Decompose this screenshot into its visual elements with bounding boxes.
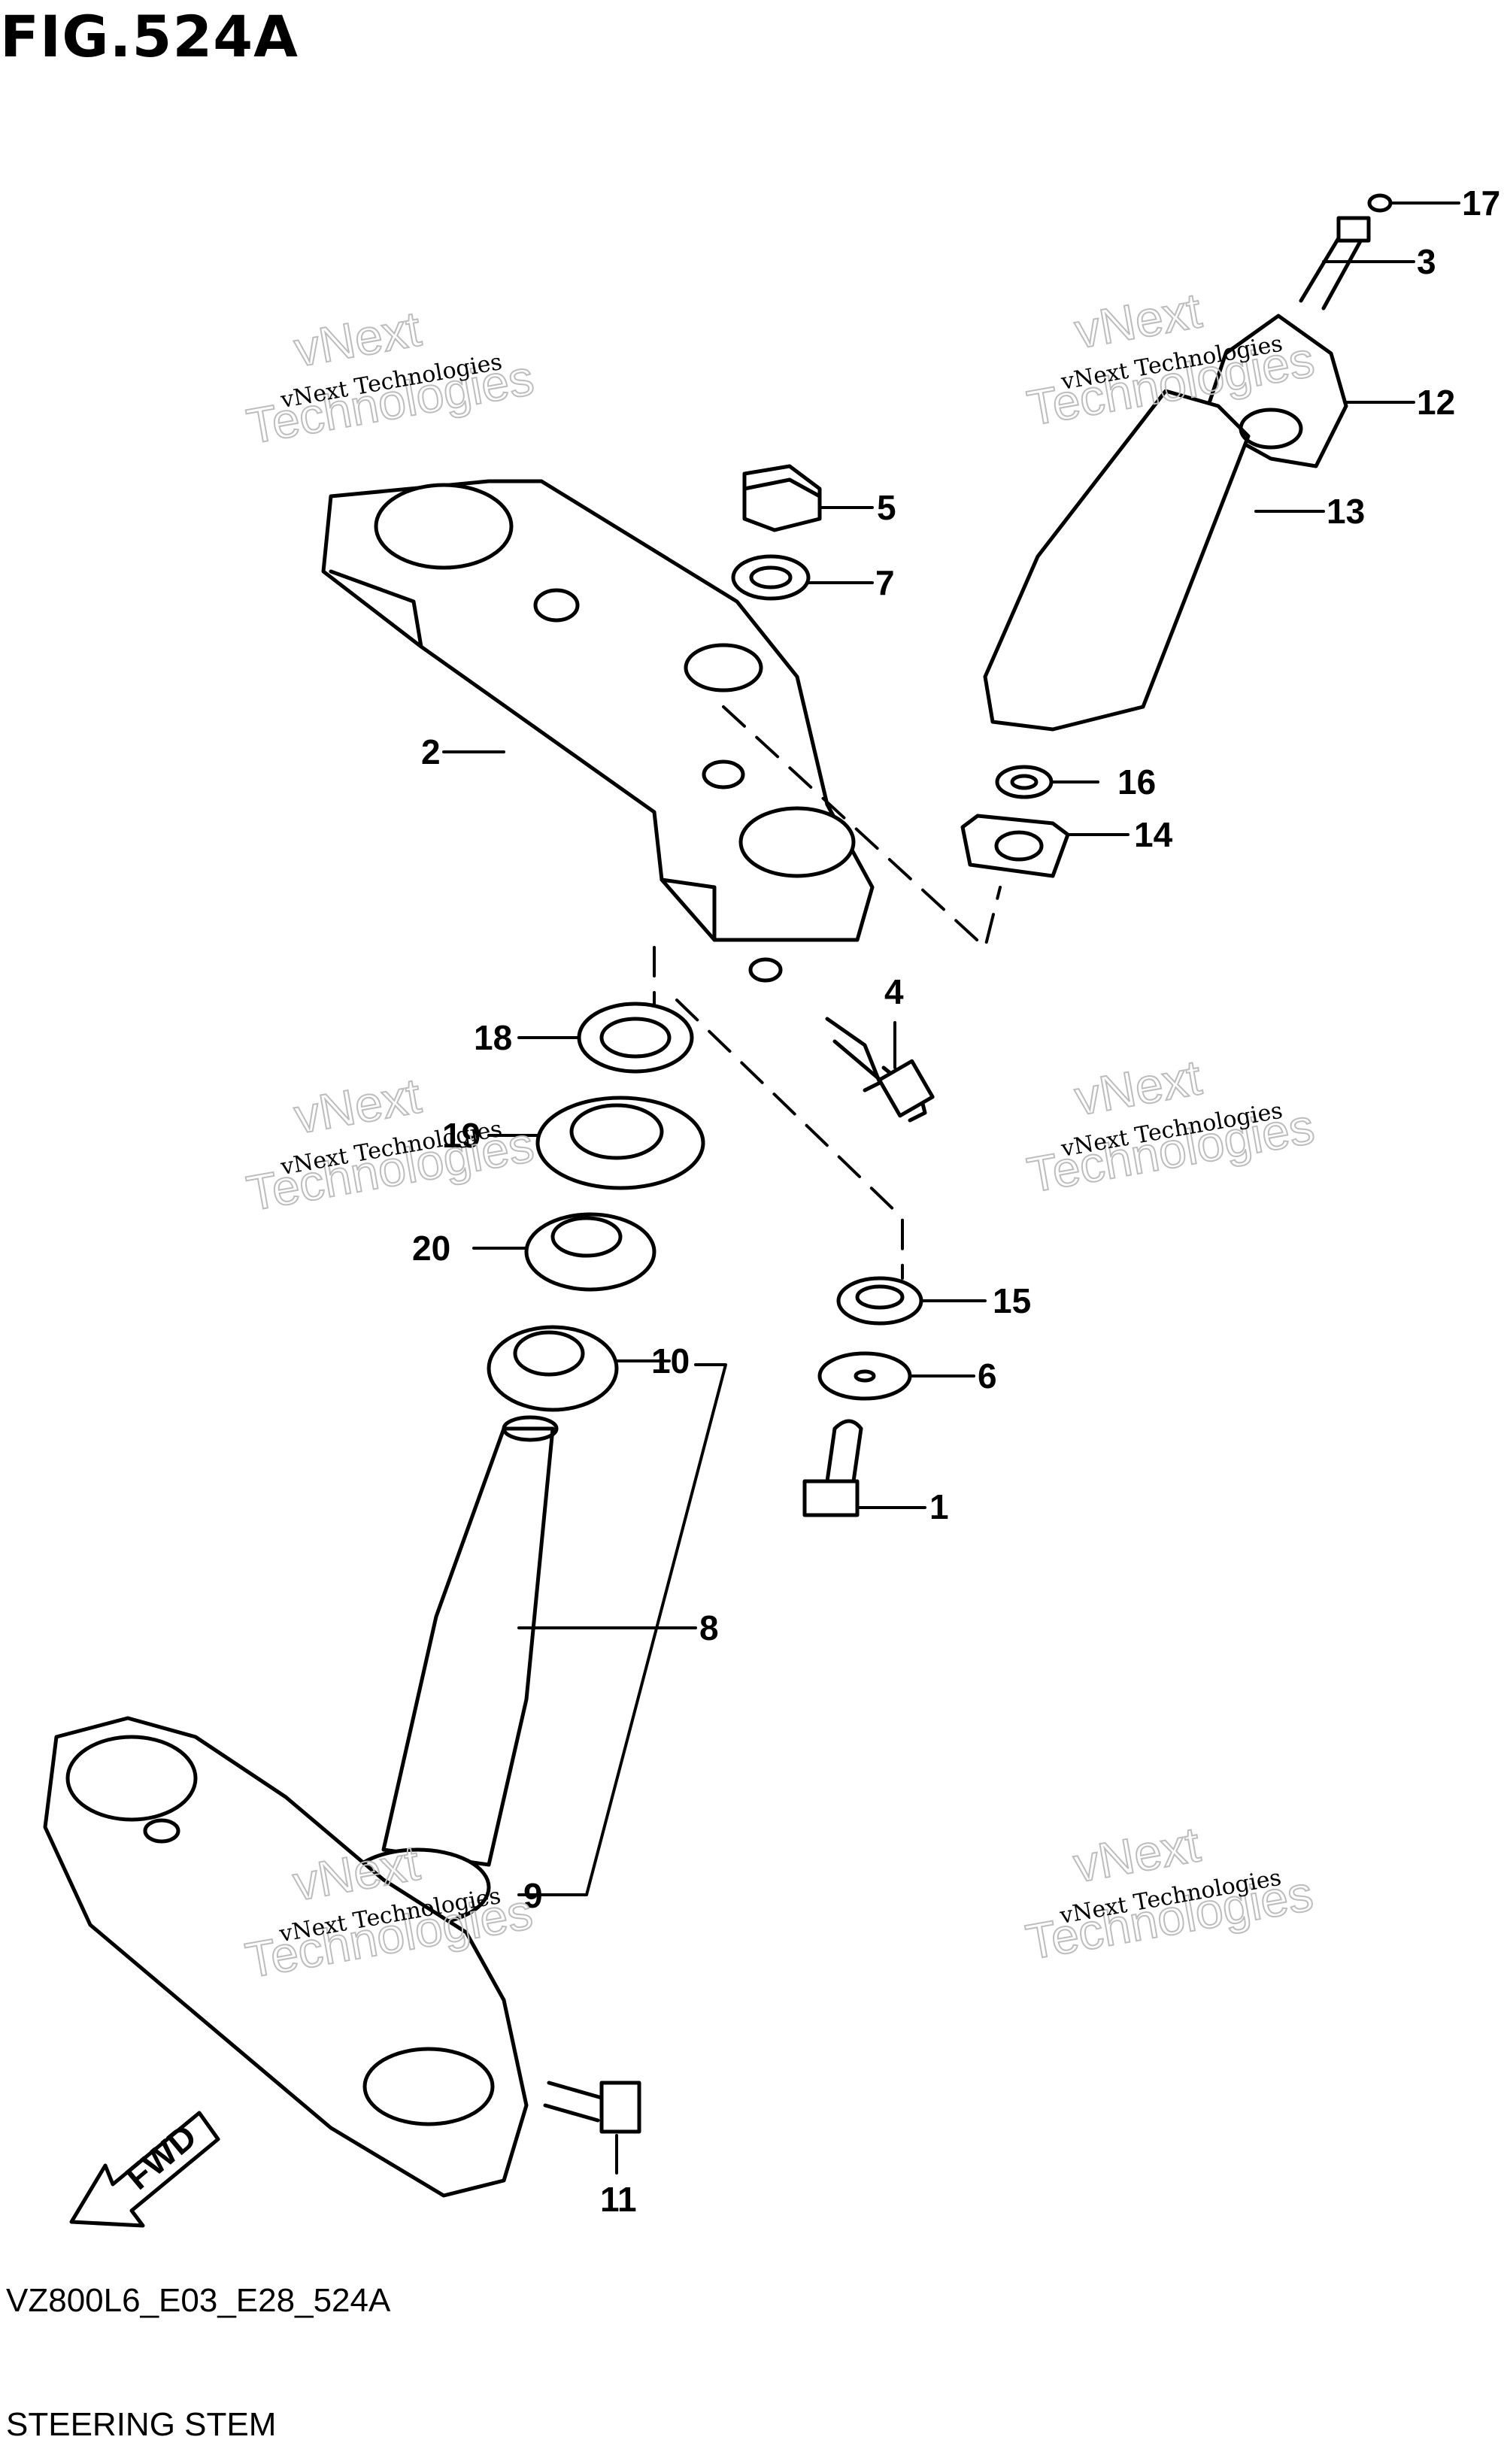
upper-bracket: [321, 479, 875, 983]
callout-14: 14: [1134, 815, 1173, 854]
callout-6: 6: [978, 1356, 997, 1396]
bolt-4: [825, 1017, 935, 1123]
bearing-10: [487, 1325, 619, 1412]
watermark-top-left: vNext Technologies vNext Technologies: [242, 299, 538, 455]
callout-8: 8: [699, 1608, 719, 1647]
washer-7: [731, 554, 811, 601]
callout-10: 10: [651, 1341, 690, 1381]
callout-13: 13: [1327, 492, 1365, 531]
callout-1: 1: [929, 1487, 949, 1526]
washer-15: [836, 1276, 923, 1326]
watermark-mid-left: vNext Technologies vNext Technologies: [242, 1066, 538, 1222]
plate-14: [960, 814, 1070, 878]
callout-7: 7: [875, 563, 895, 602]
handle-cover: [983, 314, 1348, 732]
watermark-bottom-right: vNext Technologies vNext Technologies: [1021, 1815, 1318, 1971]
dust-seal: [535, 1096, 705, 1190]
figure-code: VZ800L6_E03_E28_524A: [6, 2282, 391, 2319]
callout-5: 5: [877, 488, 896, 527]
steering-stem-shaft: [381, 1415, 559, 1867]
callout-19: 19: [442, 1116, 481, 1155]
lower-bracket: [43, 1716, 529, 2198]
bolt-1: [802, 1419, 863, 1517]
callout-11: 11: [600, 2180, 637, 2219]
callout-12: 12: [1417, 383, 1455, 422]
callout-15: 15: [993, 1281, 1031, 1320]
washer-6: [817, 1351, 912, 1401]
callout-17: 17: [1462, 183, 1500, 223]
bolt-3: [1299, 193, 1393, 311]
callout-20: 20: [412, 1229, 450, 1268]
callout-4: 4: [884, 972, 904, 1011]
watermark-mid-right: vNext Technologies vNext Technologies: [1023, 1048, 1319, 1204]
figure-title: FIG.524A: [0, 3, 299, 70]
bearing-20: [524, 1212, 656, 1292]
fwd-arrow: [69, 2111, 220, 2228]
callout-18: 18: [474, 1018, 512, 1057]
cap-nut: [742, 464, 822, 532]
callout-3: 3: [1417, 242, 1436, 281]
washer-16: [995, 765, 1054, 799]
figure-caption: STEERING STEM: [6, 2406, 277, 2443]
callout-9: 9: [523, 1876, 543, 1915]
callout-16: 16: [1117, 762, 1156, 802]
lock-nut: [577, 1002, 694, 1074]
bolt-11: [543, 2081, 641, 2134]
callout-2: 2: [421, 732, 441, 771]
leader-lines: [442, 202, 1460, 2175]
